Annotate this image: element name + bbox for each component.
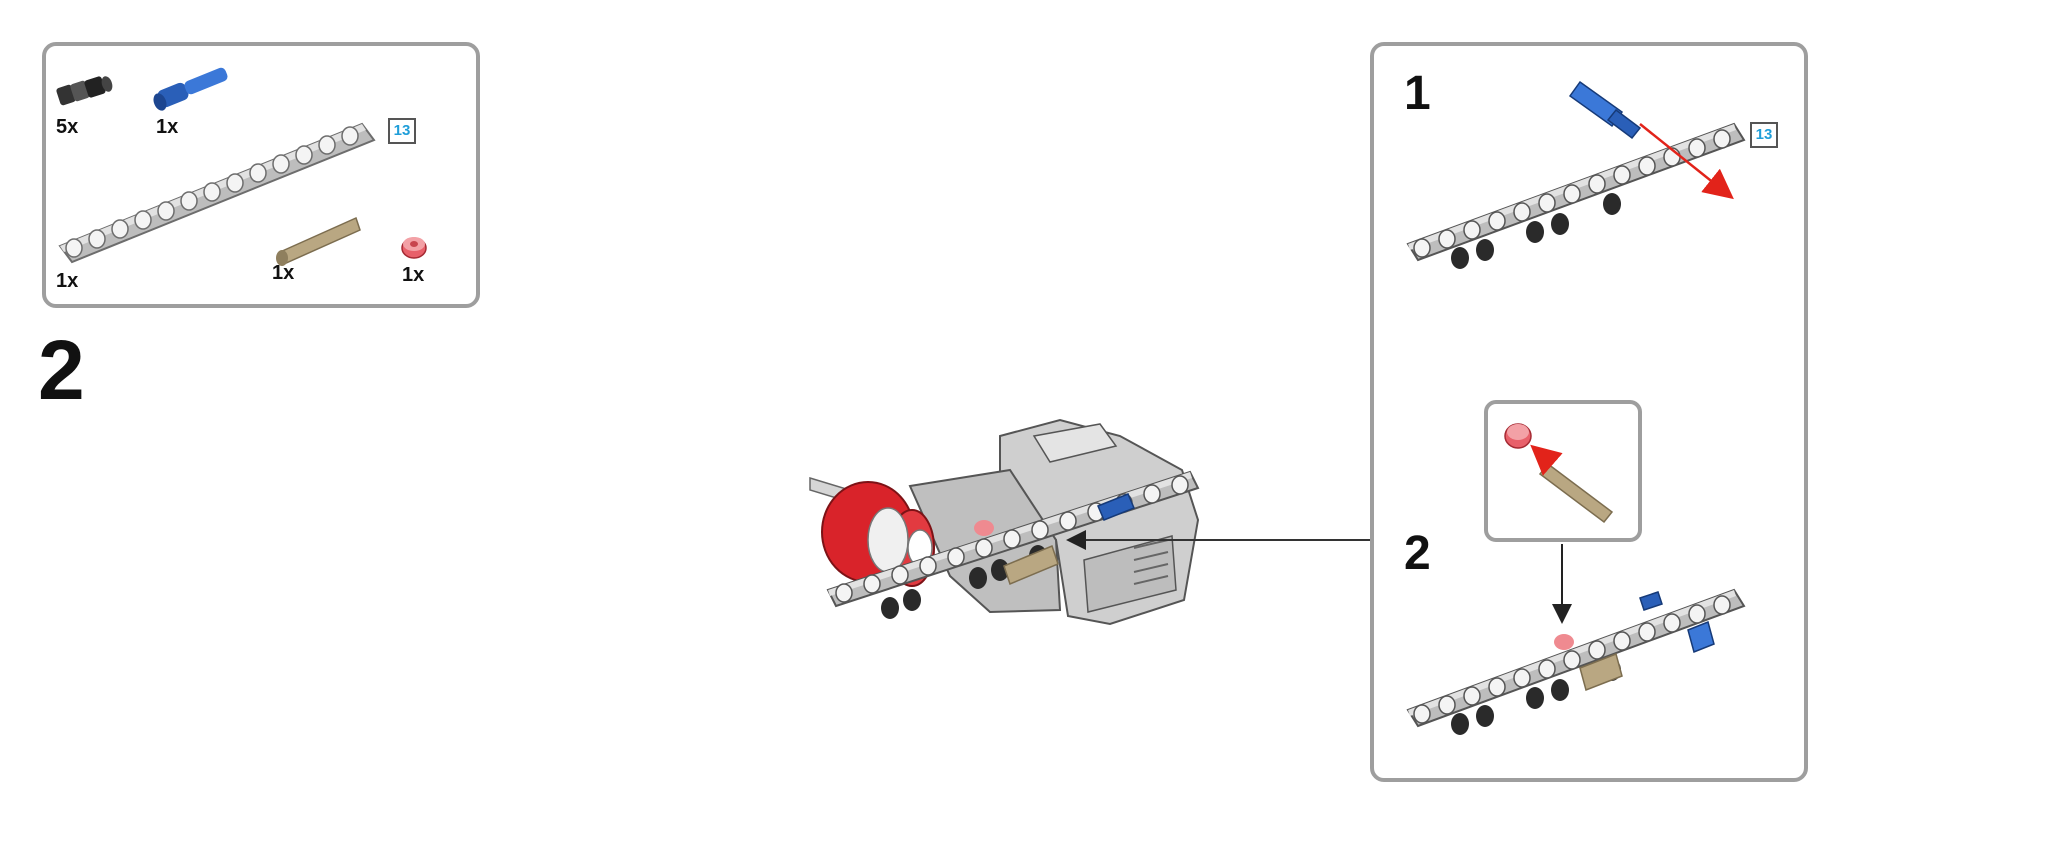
part-qty-black-pin: 5x [56, 116, 79, 138]
sub-step-1-illustration [1406, 80, 1746, 269]
part-qty-blue-pin: 1x [156, 116, 179, 138]
tan-axle-icon [276, 216, 361, 266]
sub-step-beam-length-badge: 13 [1750, 122, 1778, 148]
black-friction-pin-icon [56, 76, 113, 106]
blue-axle-pin-icon [153, 67, 228, 111]
step-number: 2 [38, 323, 85, 417]
sub-step-number-1: 1 [1404, 67, 1431, 120]
part-qty-tan-axle: 1x [272, 262, 295, 284]
sub-step-panel [1370, 42, 1808, 782]
gray-beam-icon [58, 122, 376, 264]
sub-step-2-inset-parts [1504, 423, 1614, 524]
part-qty-beam: 1x [56, 270, 79, 292]
red-bush-icon [401, 237, 427, 259]
beam-length-badge: 13 [388, 118, 416, 144]
part-qty-red-bush: 1x [402, 264, 425, 286]
parts-list-box [42, 42, 480, 308]
sub-step-2-illustration [1406, 588, 1746, 735]
sub-step-inset-box [1484, 400, 1642, 542]
sub-step-number-2: 2 [1404, 527, 1431, 580]
motor-assembly-illustration [809, 418, 1200, 626]
